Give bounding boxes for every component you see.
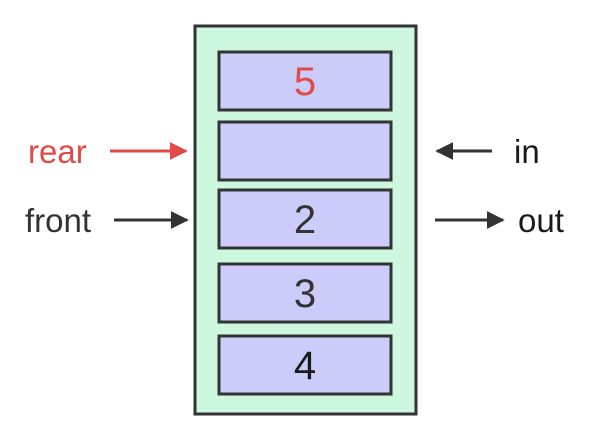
- queue-slot: 3: [217, 262, 393, 324]
- queue-slot-value: 3: [294, 272, 316, 316]
- queue-slot-value: 5: [294, 60, 316, 104]
- queue-slot: [217, 120, 393, 182]
- queue-slot: 4: [217, 334, 393, 396]
- queue-slot-value: 2: [294, 198, 316, 242]
- queue-slot-box: [217, 334, 393, 396]
- front-pointer-label: front: [25, 202, 91, 239]
- queue-slot: 5: [217, 50, 393, 112]
- queue-slot-box: [217, 188, 393, 250]
- queue-slot-box: [217, 120, 393, 182]
- queue-slot: 2: [217, 188, 393, 250]
- queue-slot-box: [217, 262, 393, 324]
- queue-slot-value: 4: [294, 344, 316, 388]
- rear-pointer-label: rear: [28, 133, 87, 170]
- out-label: out: [518, 202, 564, 239]
- in-label: in: [514, 133, 540, 170]
- queue-slot-box: [217, 50, 393, 112]
